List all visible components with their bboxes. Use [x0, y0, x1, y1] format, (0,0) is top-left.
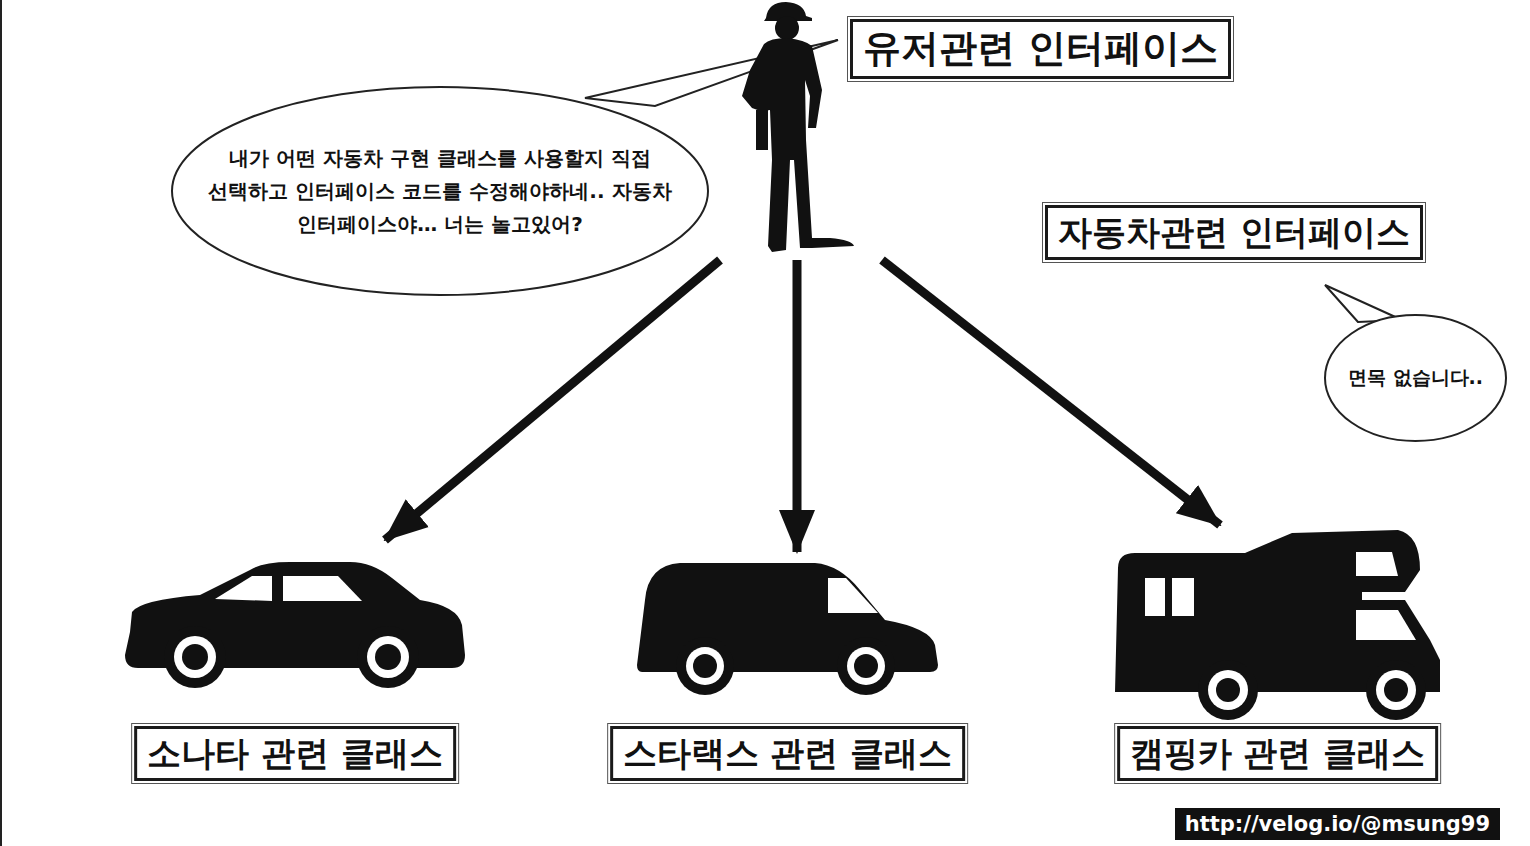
- arrow-connector: [793, 260, 802, 552]
- worker-silhouette: [742, 2, 854, 252]
- class-label: 캠핑카 관련 클래스: [1117, 726, 1439, 781]
- starex-class: 스타랙스 관련 클래스: [620, 552, 955, 785]
- sonata-class: 소나타 관련 클래스: [120, 540, 470, 785]
- bubble-text: 내가 어떤 자동차 구현 클래스를 사용할지 직접 선택하고 인터페이스 코드를…: [205, 142, 675, 241]
- speech-bubble: 면목 없습니다..: [1323, 313, 1508, 443]
- interface-label: 자동차관련 인터페이스: [1045, 205, 1423, 260]
- camping-car-class: 캠핑카 관련 클래스: [1110, 525, 1445, 785]
- bubble-text: 면목 없습니다..: [1336, 362, 1496, 393]
- arrow-connector: [882, 260, 1220, 525]
- class-label: 스타랙스 관련 클래스: [610, 726, 966, 781]
- car-interface-box: 자동차관련 인터페이스: [1045, 205, 1423, 260]
- class-label: 소나타 관련 클래스: [134, 726, 456, 781]
- arrow-connector: [385, 260, 720, 540]
- sedan-icon: [125, 562, 465, 688]
- camping-car-icon: [1115, 530, 1440, 720]
- speech-bubble: 내가 어떤 자동차 구현 클래스를 사용할지 직접 선택하고 인터페이스 코드를…: [170, 85, 710, 297]
- watermark: http://velog.io/@msung99: [1175, 808, 1500, 840]
- van-icon: [637, 563, 938, 695]
- interface-label: 유저관련 인터페이스: [850, 19, 1231, 79]
- frame-edge: [0, 0, 2, 846]
